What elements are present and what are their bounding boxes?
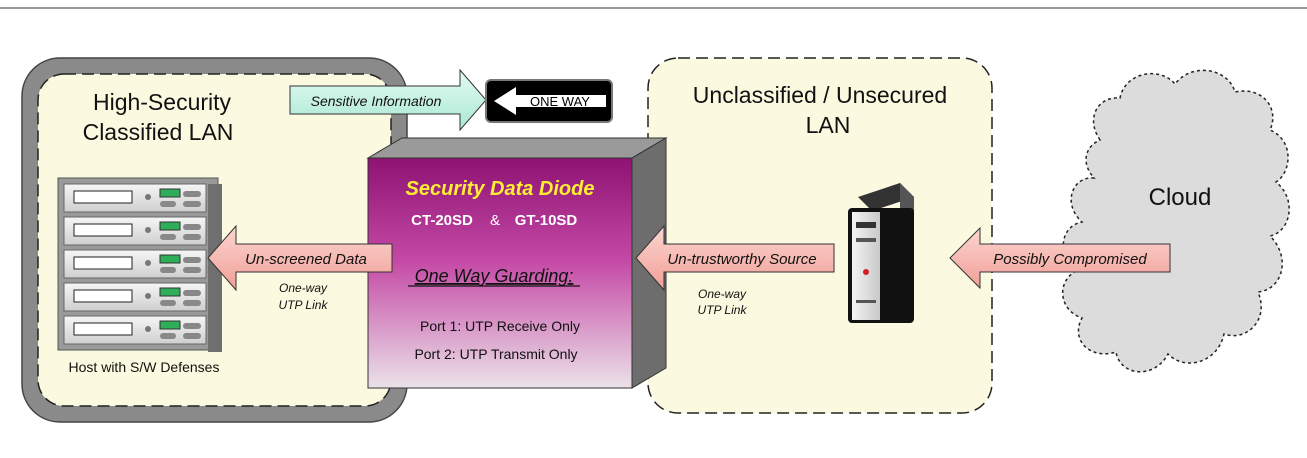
rack-unit <box>63 183 207 213</box>
rack-unit <box>63 216 207 246</box>
diode-ampersand: & <box>490 212 500 229</box>
diode-title: Security Data Diode <box>406 178 595 200</box>
possibly-compromised-label: Possibly Compromised <box>993 251 1147 268</box>
left-link-line1: One-way <box>279 281 328 295</box>
rack-unit <box>63 282 207 312</box>
high-security-title-line2: Classified LAN <box>83 119 234 145</box>
security-data-diode-box: Security Data Diode CT-20SD & GT-10SD On… <box>366 137 668 389</box>
host-label: Host with S/W Defenses <box>69 359 220 375</box>
unclassified-title-line1: Unclassified / Unsecured <box>693 82 947 108</box>
sensitive-information-arrow: Sensitive Information <box>289 68 487 132</box>
right-link-line2: UTP Link <box>698 303 748 317</box>
one-way-sign: ONE WAY <box>485 79 613 123</box>
high-security-lan: High-Security Classified LAN Host with S… <box>21 57 408 423</box>
rack-unit <box>63 249 207 279</box>
unscreened-data-label: Un-screened Data <box>245 251 367 268</box>
rack-unit <box>63 315 207 345</box>
sensitive-information-label: Sensitive Information <box>311 93 442 109</box>
high-security-title-line1: High-Security <box>93 89 232 115</box>
right-link-line1: One-way <box>698 287 747 301</box>
left-link-line2: UTP Link <box>279 298 329 312</box>
untrustworthy-source-label: Un-trustworthy Source <box>667 251 816 268</box>
unclassified-title-line2: LAN <box>806 112 851 138</box>
untrustworthy-source-arrow: Un-trustworthy Source <box>635 224 835 292</box>
cloud-icon: Cloud <box>1061 69 1290 373</box>
server-rack-icon <box>57 177 222 352</box>
diode-model-b: GT-10SD <box>515 212 578 229</box>
diode-port1: Port 1: UTP Receive Only <box>420 318 580 334</box>
diode-port2: Port 2: UTP Transmit Only <box>414 346 577 362</box>
unclassified-lan: Unclassified / Unsecured LAN <box>647 57 993 414</box>
diode-guarding-heading: One Way Guarding: <box>415 266 574 286</box>
one-way-sign-text: ONE WAY <box>530 94 590 109</box>
possibly-compromised-arrow: Possibly Compromised <box>949 226 1171 290</box>
cloud-label: Cloud <box>1149 184 1212 211</box>
unscreened-data-arrow: Un-screened Data <box>207 224 393 292</box>
diode-model-a: CT-20SD <box>411 212 473 229</box>
tower-computer-icon <box>848 183 914 323</box>
